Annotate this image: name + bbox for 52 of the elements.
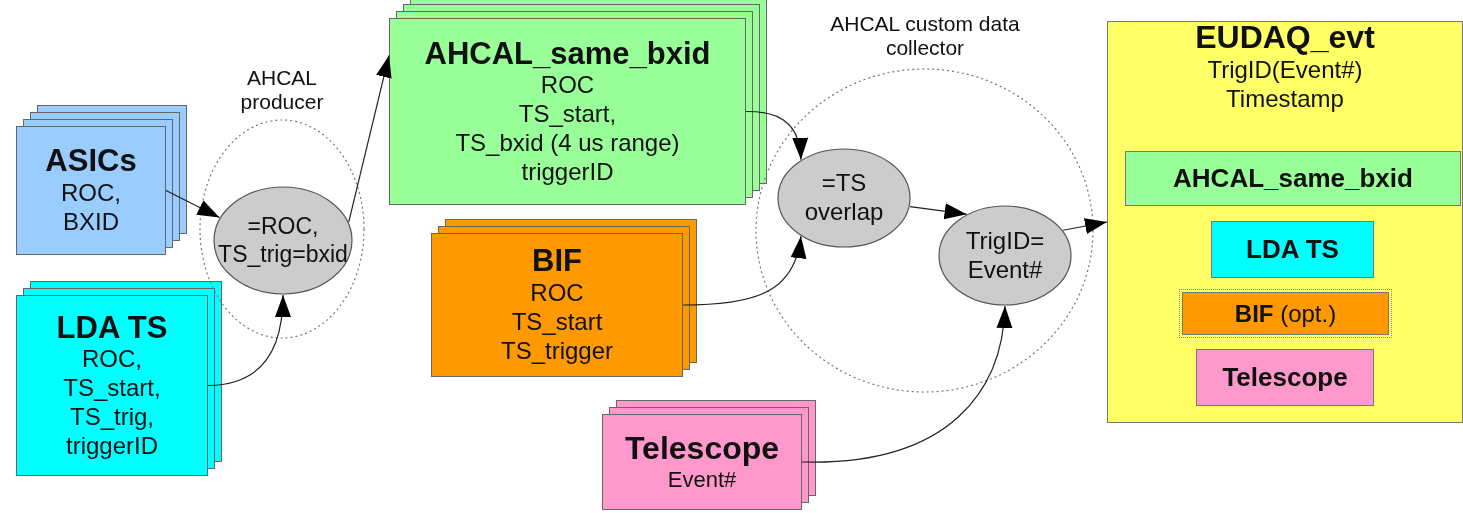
node-text: =ROC, TS_trig=bxid [217,212,349,269]
card-title: ASICs [45,144,137,180]
card-text: triggerID [66,431,158,461]
card-text: ROC [540,71,595,101]
stacked-card [431,219,697,377]
arrow [348,54,392,223]
stacked-card [389,0,767,205]
box-text: BIF (opt.) [1234,299,1337,328]
card-text: Event# [667,466,737,494]
card-title: AHCAL_same_bxid [424,36,711,72]
box-text: AHCAL_same_bxid [1173,163,1413,194]
arrow [682,235,806,306]
card-text: TS_start [511,307,603,337]
arrow [909,203,968,220]
label-box [1125,151,1461,206]
label-box [1211,221,1374,278]
node-text: TrigID= Event# [964,226,1046,285]
stacked-card [16,105,187,255]
container-box [1107,21,1463,423]
stacked-card [602,400,816,510]
card-text: TS_start, [518,100,617,129]
arrow [801,305,1012,463]
label-box [1182,292,1389,335]
group-label: AHCAL custom data collector [830,12,1020,61]
arrow [165,189,221,219]
box-text: Telescope [1222,362,1348,393]
card-text: TS_trig, [70,402,154,432]
card-text: TS_bxid (4 us range) [455,128,680,158]
card-text: ROC, [82,345,142,375]
ellipse-node [213,186,353,295]
label-box [1196,349,1374,406]
box-text: Timestamp [1225,84,1345,114]
card-text: ROC, [61,179,121,208]
group-label: AHCAL producer [239,66,325,115]
node-text: =TS overlap [803,169,885,227]
arrow [1062,218,1108,234]
card-text: triggerID [521,157,614,187]
card-text: TS_start, [63,374,161,403]
ellipse-node [938,205,1072,306]
card-text: TS_trigger [500,336,613,366]
box-title: EUDAQ_evt [1194,20,1376,56]
stacked-card [16,281,222,476]
arrow [207,294,291,387]
box-text: LDA TS [1246,234,1339,265]
box-text: TrigID(Event#) [1206,55,1364,85]
card-text: ROC [530,279,584,308]
card-text: BXID [63,207,119,237]
arrow [745,110,808,161]
card-title: LDA TS [56,310,168,346]
card-title: BIF [532,244,582,280]
ellipse-node [777,148,911,248]
card-title: Telescope [624,430,780,467]
